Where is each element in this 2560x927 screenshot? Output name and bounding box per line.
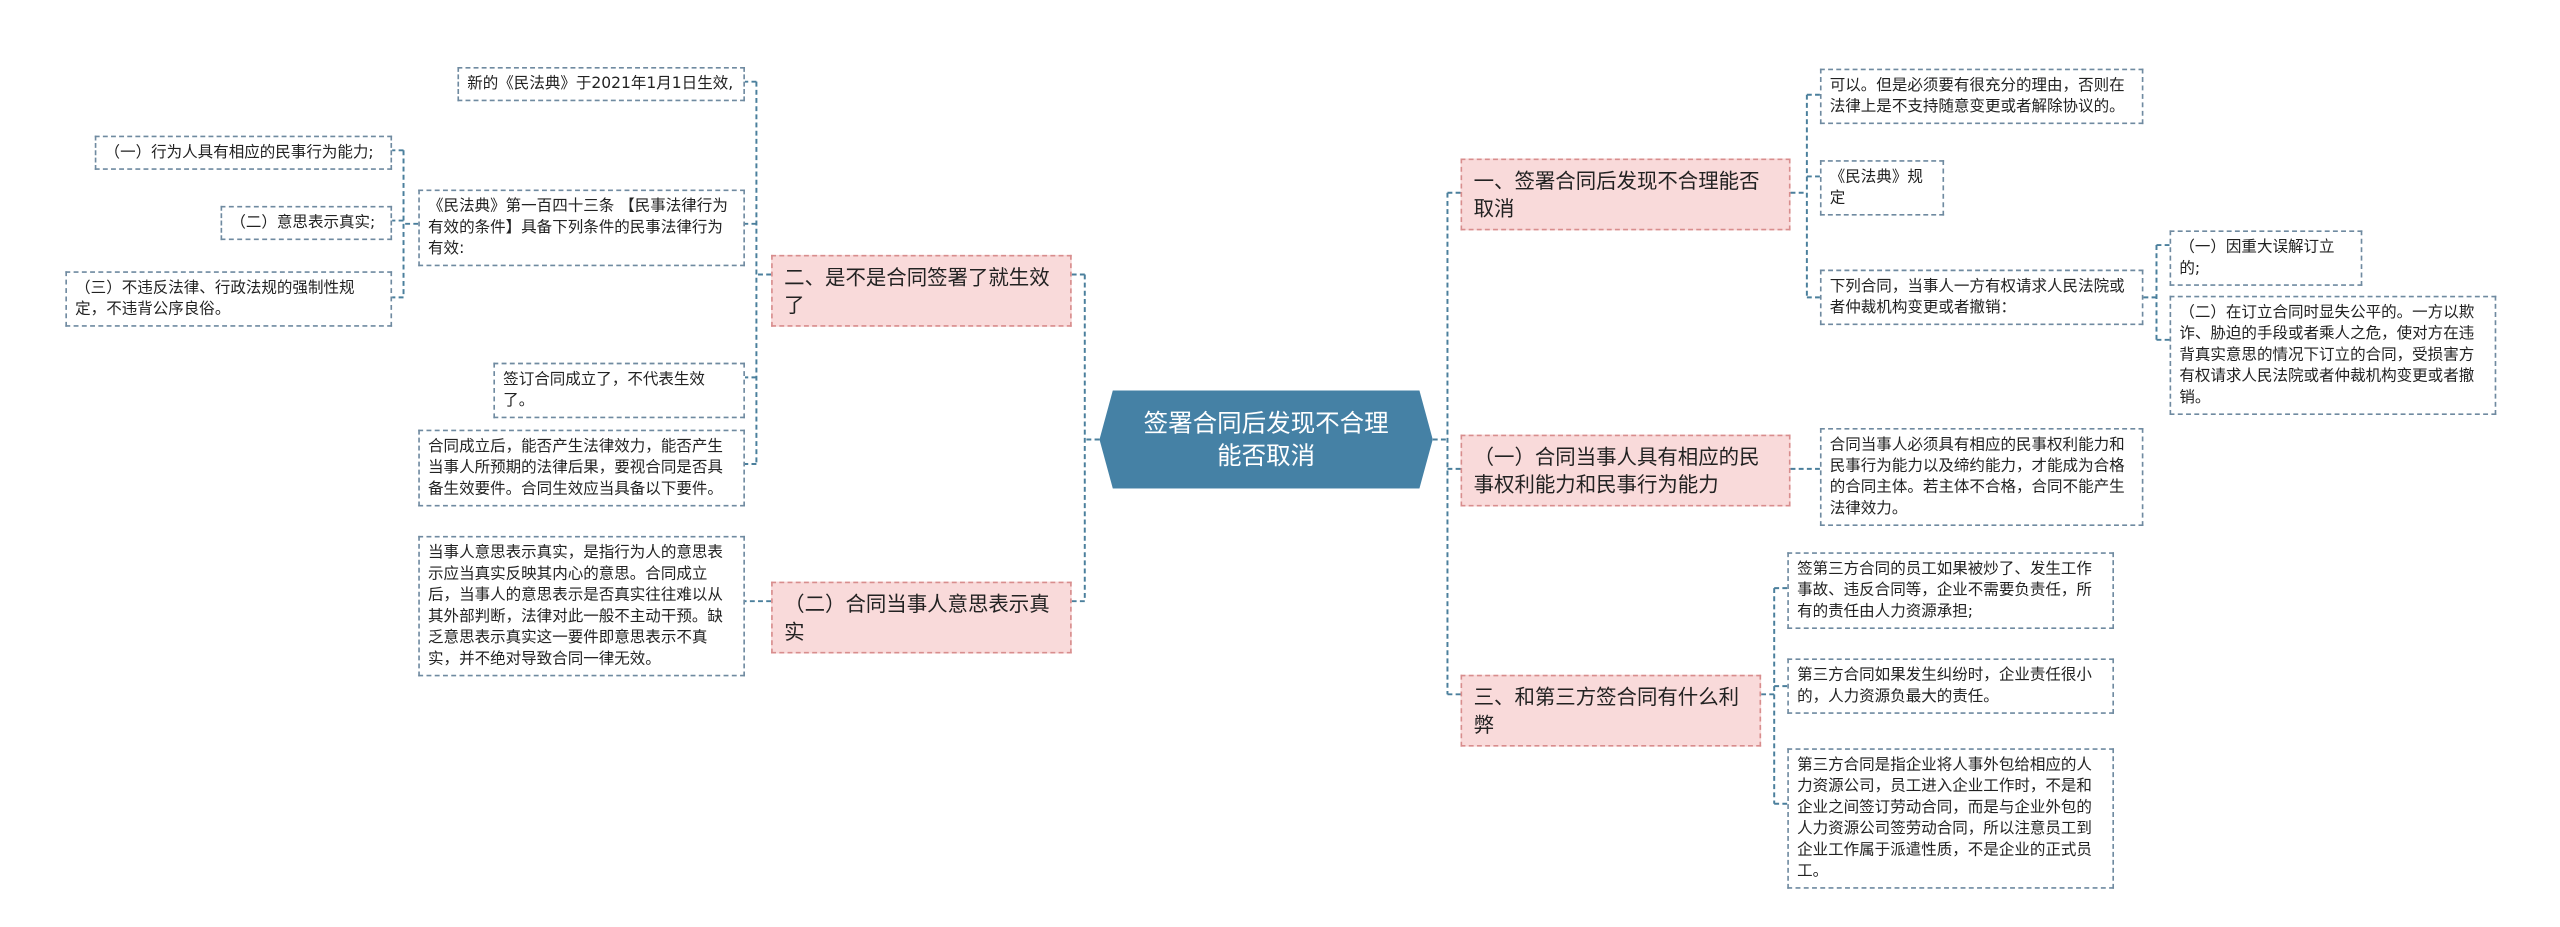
leaf-third-party-definition[interactable]: 第三方合同是指企业将人事外包给相应的人力资源公司，员工进入企业工作时，不是和企业… [1787,748,2115,889]
leaf-condition-true-intent[interactable]: （二）意思表示真实; [220,205,393,241]
leaf-civil-code-rule[interactable]: 《民法典》规定 [1819,160,1945,216]
connector-root-left [1071,273,1100,603]
leaf-article-143[interactable]: 《民法典》第一百四十三条 【民事法律行为有效的条件】具备下列条件的民事法律行为有… [418,189,745,267]
leaf-established-not-effective[interactable]: 签订合同成立了，不代表生效了。 [493,362,745,419]
leaf-revocable-contracts[interactable]: 下列合同，当事人一方有权请求人民法院或者仲裁机构变更或者撤销： [1819,269,2144,326]
branch-cancel-contract[interactable]: 一、签署合同后发现不合理能否取消 [1460,158,1791,231]
connector-l2 [392,149,419,299]
leaf-third-party-dispute[interactable]: 第三方合同如果发生纠纷时，企业责任很小的，人力资源负最大的责任。 [1787,658,2115,714]
leaf-true-intent-detail[interactable]: 当事人意思表示真实，是指行为人的意思表示应当真实反映其内心的意思。合同成立后，当… [418,535,745,677]
connector-b4 [744,80,772,465]
branch-capacity[interactable]: （一）合同当事人具有相应的民事权利能力和民事行为能力 [1460,434,1791,507]
leaf-condition-legal[interactable]: （三）不违反法律、行政法规的强制性规定，不违背公序良俗。 [65,271,393,327]
leaf-major-misunderstanding[interactable]: （一）因重大误解订立的; [2169,230,2363,286]
connector-root-right [1432,191,1461,696]
branch-effective[interactable]: 二、是不是合同签署了就生效了 [771,254,1072,327]
root-topic[interactable]: 签署合同后发现不合理能否取消 [1099,390,1433,489]
branch-third-party[interactable]: 三、和第三方签合同有什么利弊 [1460,674,1762,747]
leaf-capacity-detail[interactable]: 合同当事人必须具有相应的民事权利能力和民事行为能力以及缔约能力，才能成为合格的合… [1819,428,2144,527]
branch-true-intent[interactable]: （二）合同当事人意思表示真实 [771,581,1072,654]
connector-b3 [1761,587,1788,805]
leaf-civil-code-effective[interactable]: 新的《民法典》于2021年1月1日生效, [457,66,745,102]
connector-b1 [1790,93,1820,299]
leaf-condition-capacity[interactable]: （一）行为人具有相应的民事行为能力; [94,135,393,170]
leaf-obvious-unfairness[interactable]: （二）在订立合同时显失公平的。一方以欺诈、胁迫的手段或者乘人之危，使对方在违背真… [2169,295,2497,415]
leaf-can-cancel[interactable]: 可以。但是必须要有很充分的理由，否则在法律上是不支持随意变更或者解除协议的。 [1819,68,2144,125]
leaf-effect-requirements[interactable]: 合同成立后，能否产生法律效力，能否产生当事人所预期的法律后果，要视合同是否具备生… [418,429,745,507]
connector-r3 [2143,244,2170,341]
leaf-third-party-liability[interactable]: 签第三方合同的员工如果被炒了、发生工作事故、违反合同等，企业不需要负责任，所有的… [1787,552,2115,629]
